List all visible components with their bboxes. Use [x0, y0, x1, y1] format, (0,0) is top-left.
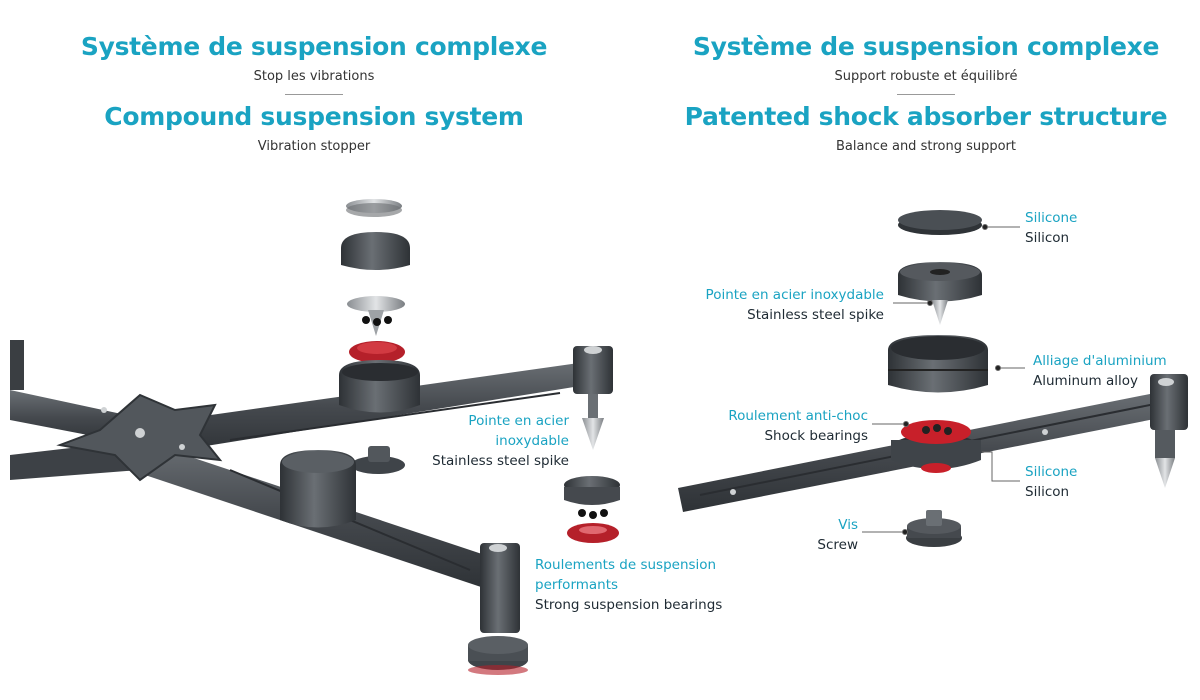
right-title-fr: Système de suspension complexe: [692, 32, 1160, 61]
silicone-bottom-callout: Silicone Silicon: [1025, 462, 1077, 502]
cap: [341, 232, 410, 270]
right-spike-en: Stainless steel spike: [747, 307, 884, 323]
screw-fr: Vis: [838, 517, 858, 533]
right-divider: [897, 94, 955, 95]
left-subtitle-en: Vibration stopper: [257, 139, 371, 154]
right-subtitle-en: Balance and strong support: [836, 139, 1016, 154]
alloy-callout: Alliage d'aluminium Aluminum alloy: [1033, 351, 1167, 391]
right-assembly: [678, 210, 1188, 547]
spike-plate: [347, 296, 405, 312]
silicone-bottom-en: Silicon: [1025, 484, 1070, 500]
end-post-lower: [480, 543, 520, 633]
left-bearings-callout: Roulements de suspension performants Str…: [535, 555, 722, 615]
alloy-en: Aluminum alloy: [1033, 373, 1139, 389]
spike: [582, 418, 604, 450]
bearing-fr: Roulement anti-choc: [728, 408, 868, 424]
left-spike-en: Stainless steel spike: [432, 453, 569, 469]
alloy-fr: Alliage d'aluminium: [1033, 353, 1167, 369]
left-assembly: [10, 199, 620, 675]
left-spike-fr-2: inoxydable: [495, 433, 569, 449]
bearing-en: Shock bearings: [764, 428, 868, 444]
right-subtitle-fr: Support robuste et équilibré: [834, 69, 1018, 84]
left-divider: [285, 94, 343, 95]
left-title-fr: Système de suspension complexe: [80, 32, 548, 61]
silicone-bottom-fr: Silicone: [1025, 464, 1078, 480]
silicone-top-fr: Silicone: [1025, 210, 1078, 226]
left-subtitle-fr: Stop les vibrations: [253, 69, 375, 84]
left-spike-callout: Pointe en acier inoxydable Stainless ste…: [432, 411, 569, 471]
right-spike-fr: Pointe en acier inoxydable: [705, 287, 884, 303]
left-bearings-en: Strong suspension bearings: [535, 597, 723, 613]
screw-callout: Vis Screw: [817, 515, 858, 555]
right-title-en: Patented shock absorber structure: [684, 102, 1168, 131]
screw-en: Screw: [817, 537, 858, 553]
silicone-top-callout: Silicone Silicon: [1025, 208, 1077, 248]
left-bearings-fr-1: Roulements de suspension: [535, 557, 717, 573]
left-spike-fr-1: Pointe en acier: [468, 413, 569, 429]
end-post-right: [573, 346, 613, 394]
left-title-en: Compound suspension system: [104, 102, 524, 131]
left-bearings-fr-2: performants: [535, 577, 619, 593]
silicone-top-en: Silicon: [1025, 230, 1070, 246]
screw-foot: [351, 456, 405, 474]
right-spike-callout: Pointe en acier inoxydable Stainless ste…: [706, 285, 884, 325]
bearing-callout: Roulement anti-choc Shock bearings: [728, 406, 868, 446]
